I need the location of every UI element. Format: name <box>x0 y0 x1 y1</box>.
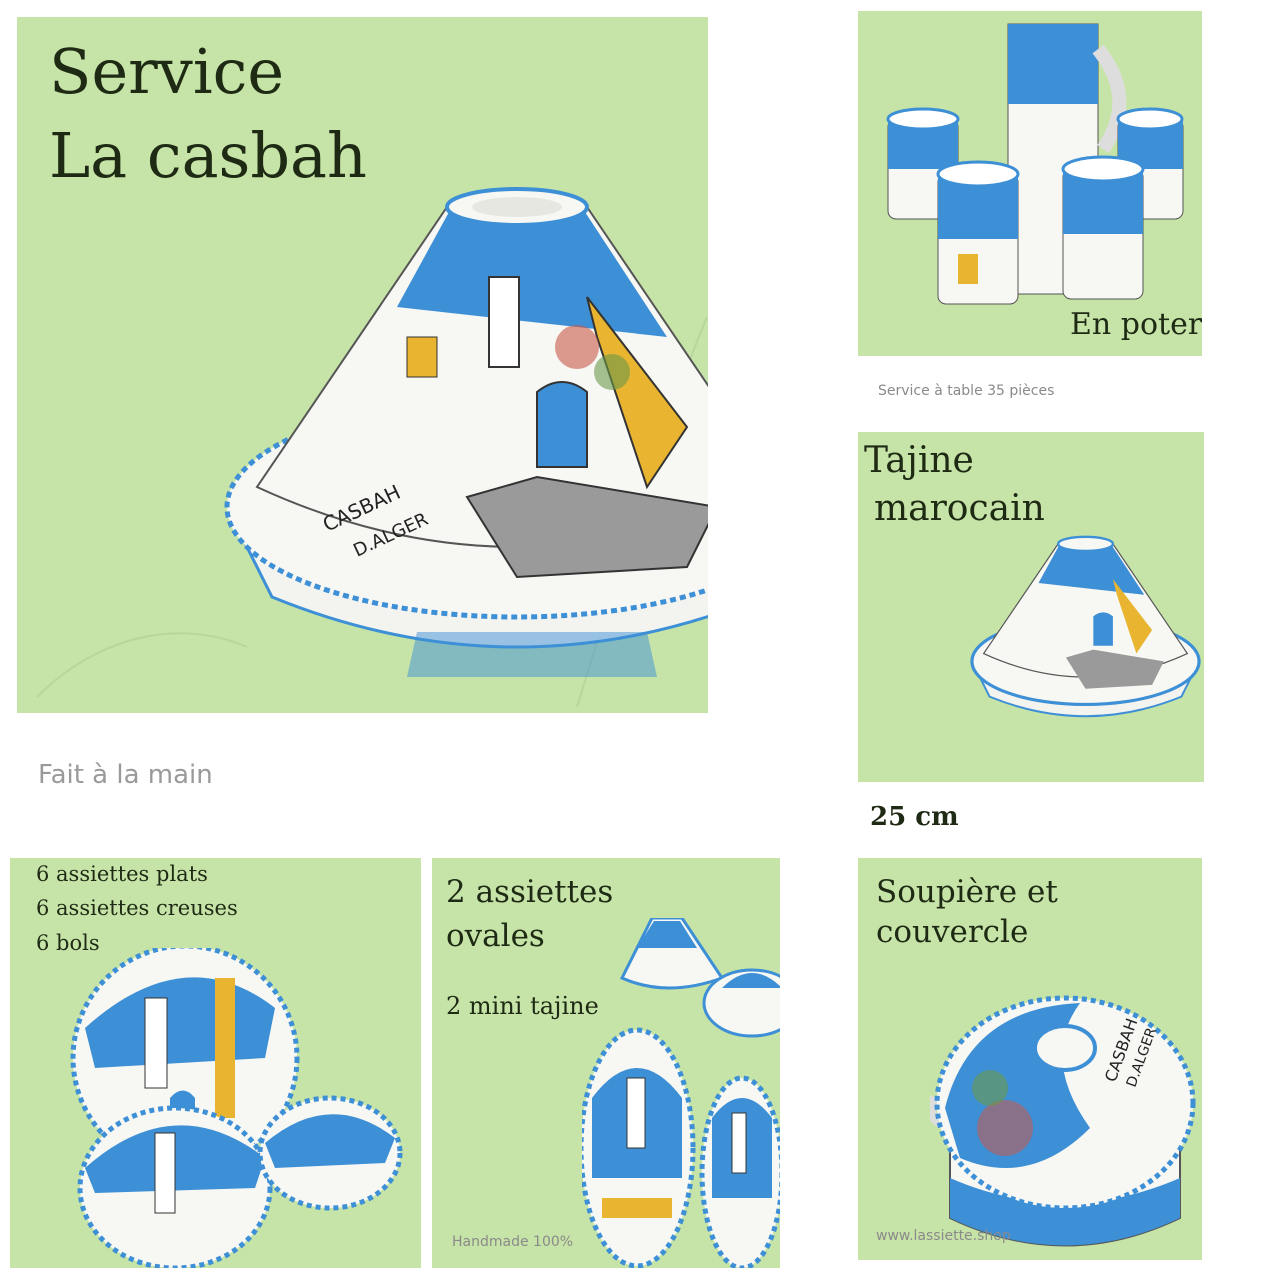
tajine-title-line2: marocain <box>874 488 1045 529</box>
small-tajine-image <box>970 535 1201 718</box>
plates-line1: 6 assiettes plats <box>36 862 208 886</box>
mini-tajine-icon <box>702 968 780 1038</box>
oval-panel: 2 assiettes ovales 2 mini tajine Handmad… <box>432 858 780 1268</box>
soup-title-line1: Soupière et <box>876 874 1058 910</box>
oval-subtitle: 2 mini tajine <box>446 992 599 1020</box>
website-caption: www.lassiette.shop <box>876 1228 1011 1244</box>
bowl-icon <box>257 1095 403 1211</box>
plates-line2: 6 assiettes creuses <box>36 896 238 920</box>
plates-panel: 6 assiettes plats 6 assiettes creuses 6 … <box>10 858 421 1268</box>
mini-tajine-icon <box>619 918 725 990</box>
oval-plate-icon <box>699 1075 780 1268</box>
main-title-line1: Service <box>49 35 285 108</box>
oval-plates-mini-tajines-image <box>582 918 780 1268</box>
oval-title-line2: ovales <box>446 918 545 954</box>
pottery-caption: Service à table 35 pièces <box>878 383 1055 399</box>
pottery-label: En poterie <box>1070 307 1202 342</box>
handmade-caption: Fait à la main <box>38 760 213 790</box>
pitcher-cups-image <box>886 23 1184 305</box>
main-title-line2: La casbah <box>49 119 367 192</box>
cup-icon <box>936 160 1020 305</box>
tajine-panel: Tajine marocain <box>858 432 1204 782</box>
oval-caption: Handmade 100% <box>452 1234 574 1250</box>
tajine-title-line1: Tajine <box>864 440 974 481</box>
oval-title-line1: 2 assiettes <box>446 874 614 910</box>
size-label: 25 cm <box>870 802 959 832</box>
tajine-image: CASBAH D.ALGER <box>224 187 708 677</box>
soup-tureen-image: CASBAH D.ALGER <box>930 995 1196 1247</box>
cup-icon <box>1061 155 1145 300</box>
plates-bowls-image <box>70 948 403 1268</box>
soup-title-line2: couvercle <box>876 914 1029 950</box>
main-product-panel: Service La casbah CASBAH D.ALGER <box>17 17 708 713</box>
plates-line3: 6 bols <box>36 931 100 955</box>
pottery-panel: En poterie <box>858 11 1202 356</box>
oval-plate-icon <box>582 1027 696 1268</box>
soup-panel: Soupière et couvercle CASBAH D.ALGER www… <box>858 858 1202 1260</box>
deep-plate-icon <box>77 1105 273 1268</box>
